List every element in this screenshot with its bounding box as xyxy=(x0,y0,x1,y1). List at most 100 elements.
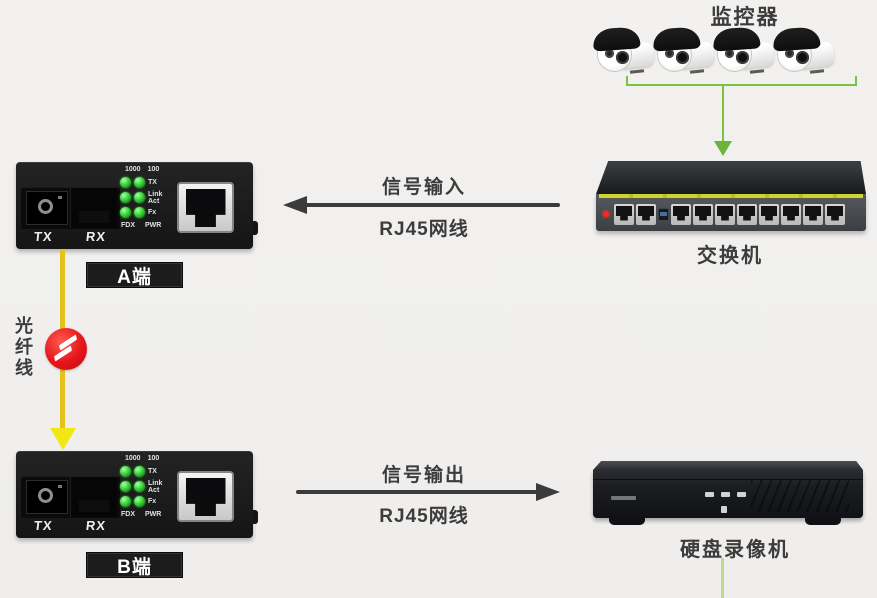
led-green xyxy=(134,177,145,188)
rx-label: RX xyxy=(84,518,107,533)
led-green xyxy=(120,496,131,507)
camera-lens xyxy=(676,51,689,64)
rx-label: RX xyxy=(84,229,107,244)
converter-a-tag: A端 xyxy=(86,262,183,288)
camera-mount xyxy=(809,69,825,74)
fiber-sc-module xyxy=(21,187,120,229)
led-act-label: Act xyxy=(148,486,160,494)
led-green xyxy=(134,207,145,218)
dvr-vents xyxy=(751,480,849,512)
camera-icon xyxy=(592,26,658,86)
camera-bracket-tick-left xyxy=(626,76,628,86)
converter-rj45-jack xyxy=(177,182,234,233)
signal-input-label: 信号输入 xyxy=(381,177,466,198)
sc-notch xyxy=(58,196,62,199)
left-arrow-icon xyxy=(283,196,307,214)
fiber-label-char: 纤 xyxy=(15,337,33,357)
switch-uplink-port xyxy=(658,207,669,221)
speed-100-label: 100 xyxy=(147,455,160,462)
led-green xyxy=(120,481,131,492)
sc-ferrule xyxy=(38,488,53,503)
led-green xyxy=(120,207,131,218)
sc-notch xyxy=(58,485,62,488)
speed-1000-label: 1000 xyxy=(125,455,141,462)
camera-icon xyxy=(772,26,838,86)
cameras-to-switch-line xyxy=(722,84,724,142)
rj45-port xyxy=(614,203,634,225)
dvr-device xyxy=(593,461,863,527)
rj45-port xyxy=(759,203,779,225)
led-green xyxy=(120,192,131,203)
camera-mount xyxy=(689,69,705,74)
dvr-front-panel xyxy=(593,470,863,518)
dvr-foot xyxy=(805,518,841,525)
camera-ir-window xyxy=(725,49,734,58)
fiber-sc-module xyxy=(21,476,120,518)
converter-side-tab xyxy=(253,221,258,235)
switch-label: 交换机 xyxy=(697,245,763,267)
camera-lens xyxy=(736,51,749,64)
led-green xyxy=(120,177,131,188)
sc-rx-connector xyxy=(70,477,117,517)
pwr-label: PWR xyxy=(145,222,162,229)
camera-ir-window xyxy=(785,49,794,58)
converter-rj45-jack xyxy=(177,471,234,522)
dvr-seam xyxy=(593,479,863,480)
switch-front-panel xyxy=(596,194,866,231)
pwr-label: PWR xyxy=(145,511,162,518)
fiber-arrow-icon xyxy=(50,428,76,450)
sc-ferrule xyxy=(38,199,53,214)
fdx-label: FDX xyxy=(121,511,135,518)
dvr-foot xyxy=(609,518,645,525)
camera-sunshield xyxy=(652,26,701,52)
fiber-label-char: 线 xyxy=(15,358,33,378)
led-fx-label: Fx xyxy=(148,498,157,505)
input-arrow-line xyxy=(303,203,560,207)
camera-ir-window xyxy=(605,49,614,58)
rj45-port xyxy=(715,203,735,225)
led-green xyxy=(120,466,131,477)
led-tx-label: TX xyxy=(148,468,157,475)
speed-100-label: 100 xyxy=(147,166,160,173)
dvr-indicator xyxy=(705,492,714,497)
fiber-cable-label: 光 纤 线 xyxy=(13,316,35,379)
tx-label: TX xyxy=(33,229,54,244)
right-arrow-icon xyxy=(536,483,560,501)
rj45-port xyxy=(737,203,757,225)
rj45-port xyxy=(693,203,713,225)
sc-rx-connector xyxy=(70,188,117,228)
camera-icon xyxy=(652,26,718,86)
camera-sunshield xyxy=(712,26,761,52)
dvr-indicator xyxy=(721,506,727,513)
rj45-port xyxy=(781,203,801,225)
dvr-top-face xyxy=(593,461,863,470)
led-act-label: Act xyxy=(148,197,160,205)
led-green xyxy=(134,481,145,492)
dvr-label: 硬盘录像机 xyxy=(680,539,790,561)
dvr-logo xyxy=(611,496,636,500)
sc-tx-connector xyxy=(26,480,68,514)
switch-power-led xyxy=(603,211,609,217)
led-green xyxy=(134,466,145,477)
led-tx-label: TX xyxy=(148,179,157,186)
speed-1000-label: 1000 xyxy=(125,166,141,173)
camera-mount xyxy=(749,69,765,74)
camera-mount xyxy=(629,69,645,74)
cameras-label: 监控器 xyxy=(710,6,780,29)
camera-bracket-line xyxy=(626,84,857,86)
ethernet-switch xyxy=(596,161,866,231)
input-cable-label: RJ45网线 xyxy=(379,219,469,240)
camera-sunshield xyxy=(772,26,821,52)
rj45-port xyxy=(803,203,823,225)
led-link-label: Link xyxy=(148,190,163,198)
output-arrow-line xyxy=(296,490,538,494)
switch-yellow-stripe xyxy=(599,194,863,198)
down-arrow-icon xyxy=(714,141,732,156)
